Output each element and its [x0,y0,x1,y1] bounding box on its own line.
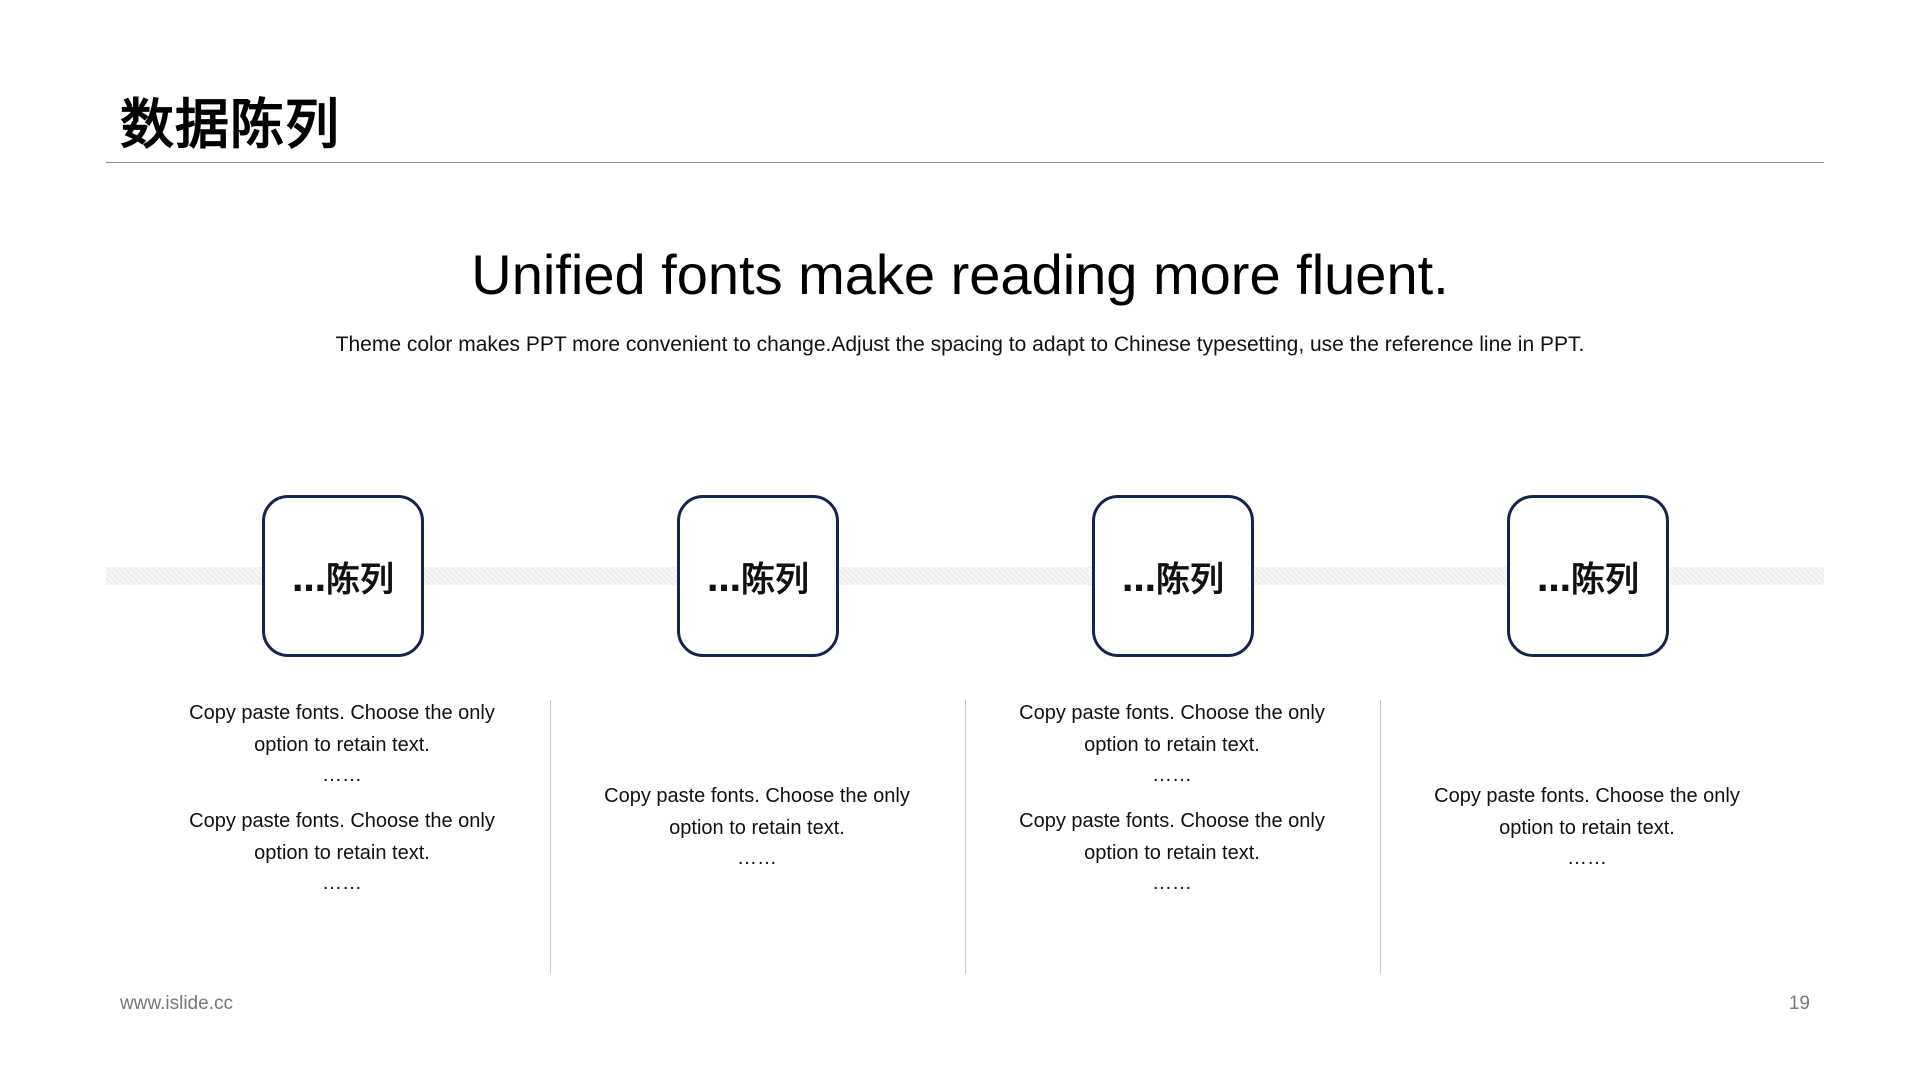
column-3-block-1-ellipsis: …… [1152,764,1192,786]
column-4-label: …陈列 [1537,559,1639,600]
column-2-label: …陈列 [707,559,809,600]
column-4-text: Copy paste fonts. Choose the only option… [1407,780,1767,888]
title-divider [106,162,1824,163]
column-4-block-1-line-2: option to retain text. [1499,817,1675,839]
column-2-text: Copy paste fonts. Choose the only option… [577,780,937,888]
slide-title: 数据陈列 [120,93,340,156]
column-4-block-1-ellipsis: …… [1567,847,1607,869]
column-4-block-1-line-1: Copy paste fonts. Choose the only [1434,785,1740,807]
column-1-block-1-line-2: option to retain text. [254,734,430,756]
column-1-label: …陈列 [292,559,394,600]
column-1-box: …陈列 [262,495,424,657]
column-2-block-1-line-2: option to retain text. [669,817,845,839]
column-1-block-1-ellipsis: …… [322,764,362,786]
column-divider-1 [550,700,551,974]
column-3-block-2-ellipsis: …… [1152,872,1192,894]
column-divider-2 [965,700,966,974]
column-1-block-1-line-1: Copy paste fonts. Choose the only [189,702,495,724]
column-2-box: …陈列 [677,495,839,657]
column-divider-3 [1380,700,1381,974]
column-1-block-2-ellipsis: …… [322,872,362,894]
footer-url: www.islide.cc [120,993,233,1014]
column-3-block-1-line-1: Copy paste fonts. Choose the only [1019,702,1325,724]
column-2-block-1-ellipsis: …… [737,847,777,869]
column-3-block-2-line-1: Copy paste fonts. Choose the only [1019,810,1325,832]
column-3-block-1-line-2: option to retain text. [1084,734,1260,756]
column-1-block-2-line-1: Copy paste fonts. Choose the only [189,810,495,832]
column-3-label: …陈列 [1122,559,1224,600]
column-1-text: Copy paste fonts. Choose the only option… [162,697,522,913]
page-number: 19 [1788,993,1810,1014]
subheadline: Theme color makes PPT more convenient to… [335,333,1585,356]
column-1-block-2-line-2: option to retain text. [254,842,430,864]
column-2-block-1-line-1: Copy paste fonts. Choose the only [604,785,910,807]
column-3-text: Copy paste fonts. Choose the only option… [992,697,1352,913]
timeline-band [106,567,1824,585]
column-4-box: …陈列 [1507,495,1669,657]
headline: Unified fonts make reading more fluent. [471,243,1449,306]
column-3-box: …陈列 [1092,495,1254,657]
column-3-block-2-line-2: option to retain text. [1084,842,1260,864]
